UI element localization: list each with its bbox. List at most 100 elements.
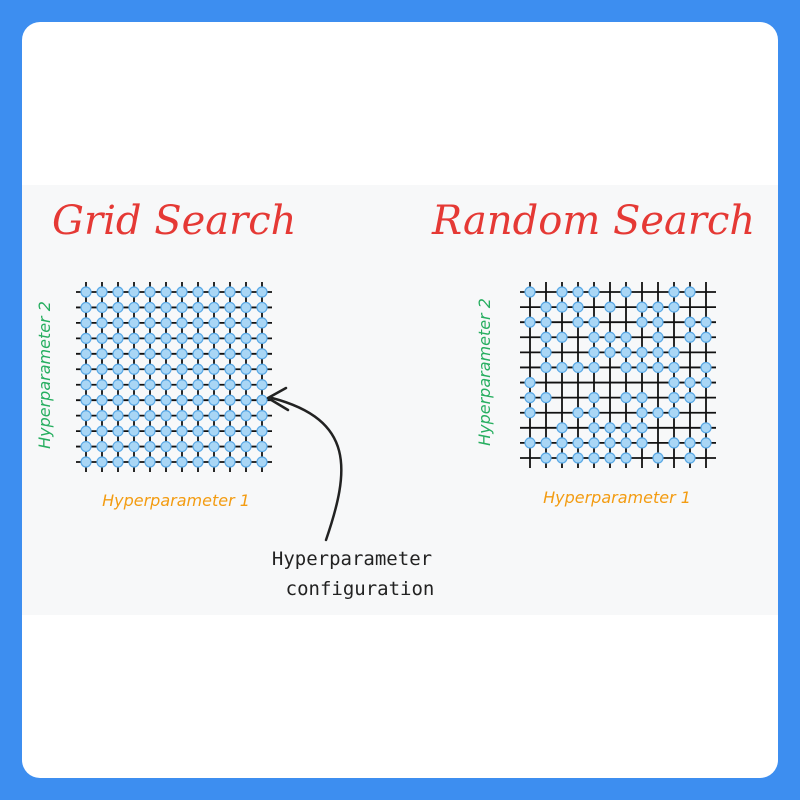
grid-search-config-point [128,456,140,468]
grid-search-config-point [112,379,124,391]
grid-search-config-point [256,456,268,468]
grid-search-config-point [192,286,204,298]
grid-search-config-point [144,379,156,391]
random-search-config-point [668,286,680,298]
random-search-config-point [620,331,632,343]
random-search-config-point [668,361,680,374]
grid-search-config-point [208,410,220,422]
grid-search-config-point [112,363,124,375]
grid-search-config-point [144,394,156,406]
annotation-line-2: configuration [286,578,435,600]
grid-search-config-point [192,379,204,391]
grid-search-config-point [160,301,172,314]
grid-search-config-point [80,301,92,314]
random-search-config-point [636,361,648,374]
random-search-config-point [684,437,696,449]
grid-search-config-point [176,301,188,314]
random-search-config-point [604,346,616,358]
random-search-config-point [572,286,584,298]
random-search-config-point [524,437,536,449]
grid-search-config-point [240,286,252,298]
random-search-config-point [556,331,568,343]
random-search-config-point [636,316,648,328]
grid-search-config-point [160,394,172,406]
grid-search-config-point [80,410,92,422]
grid-search-config-point [80,425,92,437]
random-search-grid [520,282,716,468]
grid-search-config-point [128,394,140,406]
grid-search-config-point [144,363,156,375]
random-search-config-point [540,301,552,313]
grid-search-config-point [80,456,92,468]
grid-search-config-point [240,425,252,437]
grid-search-config-point [128,379,140,391]
random-search-config-point [588,361,600,374]
grid-search-config-point [256,348,268,360]
grid-search-config-point [208,425,220,437]
random-search-config-point [604,437,616,449]
grid-search-config-point [96,301,108,314]
grid-search-config-point [96,394,108,406]
random-search-config-point [572,407,584,419]
grid-search-config-point [192,348,204,360]
random-search-config-point [604,422,616,434]
grid-search-config-point [224,394,236,406]
grid-search-config-point [144,332,156,344]
random-search-title: Random Search [431,198,755,244]
grid-search-config-point [112,394,124,406]
grid-search-config-point [240,456,252,468]
grid-search-config-point [112,440,124,453]
grid-search-config-point [96,286,108,298]
random-search-config-point [524,286,536,298]
grid-search-config-point [96,425,108,437]
grid-search-config-point [208,286,220,298]
random-search-config-point [684,286,696,298]
random-search-config-point [652,361,664,374]
grid-search-config-point [160,410,172,422]
random-search-config-point [668,407,680,419]
grid-search-config-point [192,301,204,314]
grid-search-config-point [240,363,252,375]
grid-search-config-point [144,425,156,437]
grid-search-config-point [144,440,156,453]
grid-search-config-point [128,440,140,453]
grid-search-config-point [176,286,188,298]
grid-search-config-point [128,301,140,314]
grid-search-config-point [80,286,92,298]
grid-search-config-point [112,317,124,329]
annotation-arrow [270,396,343,542]
grid-search-config-point [256,379,268,391]
grid-search-config-point [96,440,108,453]
random-search-config-point [572,301,584,313]
random-search-config-point [524,316,536,328]
grid-search-config-point [224,332,236,344]
grid-search-config-point [208,301,220,314]
random-search-config-point [684,392,696,404]
random-search-config-point [588,422,600,434]
random-search-config-point [540,331,552,343]
random-search-config-point [684,316,696,328]
grid-search-config-point [208,363,220,375]
random-search-config-point [700,331,712,343]
grid-search-config-point [176,394,188,406]
grid-search-config-point [240,332,252,344]
grid-search-config-point [192,410,204,422]
random-search-config-point [540,361,552,374]
random-search-config-point [620,361,632,374]
grid-search-config-point [224,425,236,437]
random-search-config-point [620,392,632,404]
grid-search-config-point [224,301,236,314]
grid-search-config-point [160,363,172,375]
grid-search-config-point [176,317,188,329]
grid-search-config-point [176,410,188,422]
random-search-config-point [556,437,568,449]
grid-search-config-point [80,363,92,375]
grid-search-config-point [80,379,92,391]
grid-search-config-point [192,332,204,344]
grid-search-config-point [96,456,108,468]
grid-search-config-point [112,456,124,468]
grid-search-config-point [192,394,204,406]
grid-search-config-point [144,348,156,360]
grid-search-config-point [208,456,220,468]
grid-search-config-point [80,317,92,329]
